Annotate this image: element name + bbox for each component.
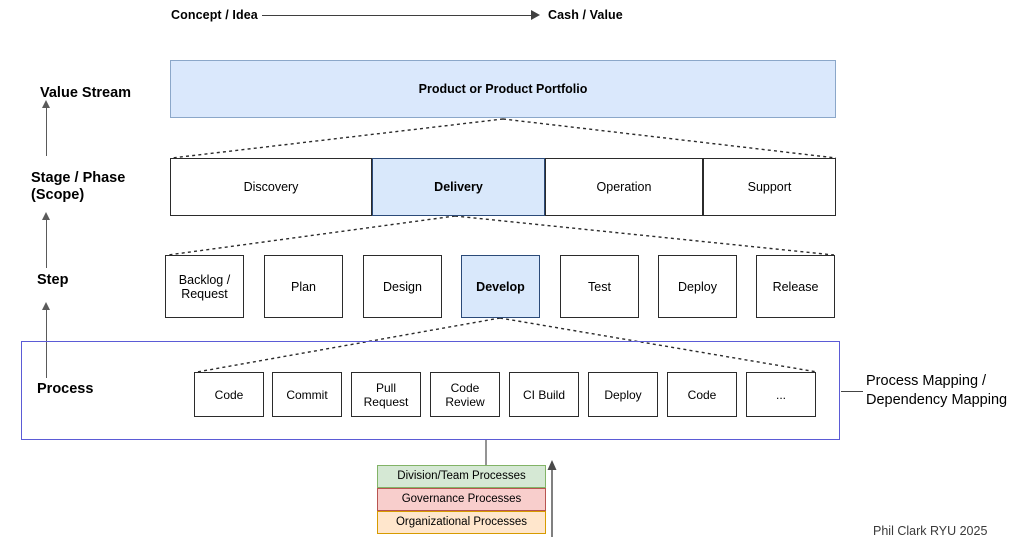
hierarchy-label-process: Process xyxy=(37,381,94,397)
hierarchy-arrow-shaft-3 xyxy=(46,310,47,378)
process-box-ellipsis[interactable]: ... xyxy=(746,372,816,417)
hierarchy-label-step: Step xyxy=(37,272,69,288)
step-box-plan[interactable]: Plan xyxy=(264,255,343,318)
value-stream-box[interactable]: Product or Product Portfolio xyxy=(170,60,836,118)
step-label-deploy: Deploy xyxy=(678,279,717,294)
stage-label-delivery: Delivery xyxy=(434,180,483,194)
step-label-backlog-line2: Request xyxy=(181,286,228,301)
step-label-release: Release xyxy=(772,279,819,294)
process-box-commit[interactable]: Commit xyxy=(272,372,342,417)
hierarchy-arrow-shaft-1 xyxy=(46,108,47,156)
step-box-deploy[interactable]: Deploy xyxy=(658,255,737,318)
step-box-test[interactable]: Test xyxy=(560,255,639,318)
process-label-code-1: Code xyxy=(214,387,244,402)
org-layer-label-organizational: Organizational Processes xyxy=(395,516,528,528)
credit-text: Phil Clark RYU 2025 xyxy=(873,524,988,538)
hierarchy-arrow-head-2-icon xyxy=(42,212,50,220)
stage-box-discovery[interactable]: Discovery xyxy=(170,158,372,216)
step-label-backlog-line1: Backlog / xyxy=(178,272,231,287)
connector-delivery-to-step-left xyxy=(167,215,456,256)
process-box-pull-request[interactable]: Pull Request xyxy=(351,372,421,417)
org-layer-organizational[interactable]: Organizational Processes xyxy=(377,511,546,534)
process-label-deploy: Deploy xyxy=(604,387,642,402)
process-mapping-leader-line xyxy=(841,391,863,392)
hierarchy-label-stage-phase-scope: (Scope) xyxy=(31,187,85,203)
process-label-code-review-line1: Code xyxy=(450,380,480,395)
step-box-backlog-request[interactable]: Backlog / Request xyxy=(165,255,244,318)
process-label-pull-request-line1: Pull xyxy=(375,380,396,395)
process-box-code-1[interactable]: Code xyxy=(194,372,264,417)
org-stack-up-arrow-head xyxy=(547,460,557,470)
step-box-develop[interactable]: Develop xyxy=(461,255,540,318)
step-label-plan: Plan xyxy=(290,279,317,294)
process-mapping-label-line2: Dependency Mapping xyxy=(866,392,1008,408)
stage-box-operation[interactable]: Operation xyxy=(545,158,703,216)
step-box-design[interactable]: Design xyxy=(363,255,442,318)
process-label-ci-build: CI Build xyxy=(522,387,566,402)
org-layer-label-governance: Governance Processes xyxy=(401,493,522,505)
value-stream-label: Product or Product Portfolio xyxy=(418,82,588,96)
stage-box-support[interactable]: Support xyxy=(703,158,836,216)
step-label-develop: Develop xyxy=(476,279,525,294)
process-box-deploy[interactable]: Deploy xyxy=(588,372,658,417)
process-box-ci-build[interactable]: CI Build xyxy=(509,372,579,417)
org-layer-governance[interactable]: Governance Processes xyxy=(377,488,546,511)
process-box-code-review[interactable]: Code Review xyxy=(430,372,500,417)
hierarchy-arrow-shaft-2 xyxy=(46,220,47,268)
connector-valuestream-to-stage-right xyxy=(502,118,837,159)
process-label-code-2: Code xyxy=(687,387,717,402)
org-layer-label-division-team: Division/Team Processes xyxy=(397,470,526,482)
step-label-test: Test xyxy=(588,279,611,294)
step-box-release[interactable]: Release xyxy=(756,255,835,318)
connector-valuestream-to-stage-left xyxy=(171,118,504,159)
process-label-ellipsis: ... xyxy=(775,387,786,402)
process-label-pull-request-line2: Request xyxy=(363,394,409,409)
process-mapping-container xyxy=(21,341,840,440)
org-layer-division-team[interactable]: Division/Team Processes xyxy=(377,465,546,488)
hierarchy-label-stage-phase: Stage / Phase xyxy=(31,170,126,186)
process-mapping-label-line1: Process Mapping / xyxy=(866,373,987,389)
connector-delivery-to-step-right xyxy=(454,215,835,256)
hierarchy-arrow-head-1-icon xyxy=(42,100,50,108)
flow-start-label: Concept / Idea xyxy=(171,8,258,22)
stage-label-support: Support xyxy=(747,180,792,194)
flow-end-label: Cash / Value xyxy=(548,8,623,22)
step-label-design: Design xyxy=(383,279,422,294)
process-label-code-review-line2: Review xyxy=(445,394,485,409)
stage-label-operation: Operation xyxy=(596,180,652,194)
process-label-commit: Commit xyxy=(286,387,328,402)
flow-arrow-head-icon xyxy=(531,10,540,20)
hierarchy-arrow-head-3-icon xyxy=(42,302,50,310)
process-box-code-2[interactable]: Code xyxy=(667,372,737,417)
stage-box-delivery[interactable]: Delivery xyxy=(372,158,545,216)
flow-arrow-line xyxy=(262,15,532,16)
stage-label-discovery: Discovery xyxy=(243,180,299,194)
hierarchy-label-value-stream: Value Stream xyxy=(40,85,132,101)
